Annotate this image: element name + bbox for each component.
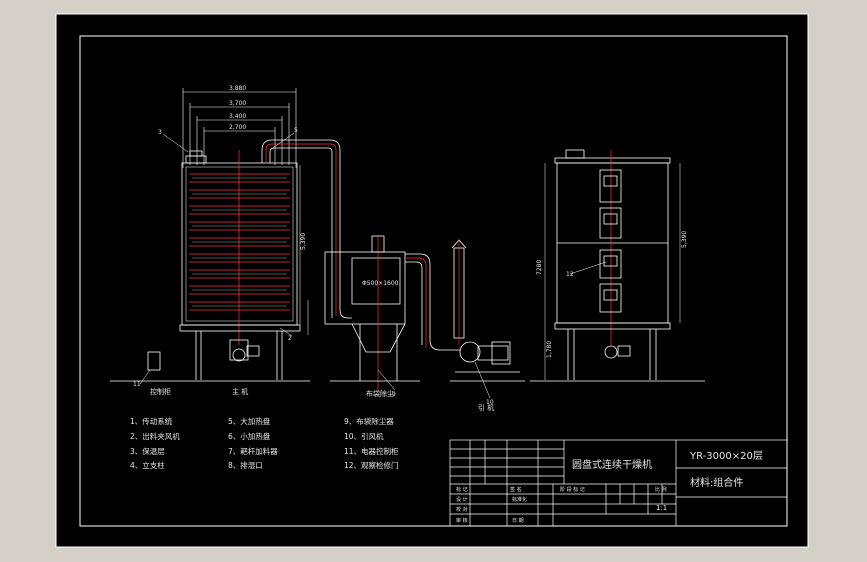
control-cabinet-label: 控制柜 bbox=[150, 387, 171, 396]
svg-text:日 期: 日 期 bbox=[512, 518, 524, 524]
legend-item: 10、引风机 bbox=[344, 431, 384, 441]
filter-size-label: Φ500×1600 bbox=[362, 280, 399, 287]
fan-duct bbox=[405, 239, 467, 351]
legend-item: 1、传动系统 bbox=[130, 416, 173, 426]
part-number-5: 5 bbox=[294, 127, 298, 134]
legend-item: 11、电器控制柜 bbox=[344, 446, 399, 456]
dim-width-2: 3,700 bbox=[229, 100, 246, 107]
bag-filter-label: 布袋除尘 bbox=[366, 389, 394, 398]
dim-width-3: 3,400 bbox=[229, 113, 246, 120]
legend-item: 12、观察检修门 bbox=[344, 460, 399, 470]
svg-text:设 计: 设 计 bbox=[456, 496, 468, 503]
inner-frame bbox=[79, 35, 788, 527]
svg-text:标准化: 标准化 bbox=[512, 496, 527, 503]
dim-leg-height: 1,780 bbox=[546, 341, 553, 358]
svg-text:签 名: 签 名 bbox=[510, 486, 522, 493]
dim-width-1: 3,880 bbox=[229, 85, 246, 92]
part-number-2: 2 bbox=[288, 335, 292, 342]
legend-item: 9、布袋除尘器 bbox=[344, 416, 394, 426]
dim-height-total: 7280 bbox=[536, 260, 543, 275]
part-number-11: 11 bbox=[133, 381, 141, 388]
dim-height-main: 5,390 bbox=[300, 233, 307, 250]
svg-text:阶 段 标 记: 阶 段 标 记 bbox=[560, 486, 585, 493]
svg-text:标 记: 标 记 bbox=[456, 486, 468, 493]
material-label: 材料:组合件 bbox=[690, 476, 743, 489]
scale-value: 1:1 bbox=[656, 504, 667, 512]
exhaust-duct bbox=[261, 139, 352, 319]
svg-text:审 核: 审 核 bbox=[456, 517, 468, 524]
induced-fan bbox=[450, 341, 525, 382]
drawing-name: 圆盘式连续干燥机 bbox=[572, 458, 652, 471]
legend-item: 3、保温层 bbox=[130, 447, 165, 456]
legend-item: 4、立支柱 bbox=[130, 460, 165, 470]
title-block bbox=[449, 439, 788, 527]
model-number: YR-3000×20层 bbox=[689, 450, 763, 462]
dim-height-side: 5,390 bbox=[681, 231, 688, 248]
part-number-12: 12 bbox=[566, 271, 574, 278]
part-number-3: 3 bbox=[158, 129, 162, 136]
legend-item: 8、排湿口 bbox=[228, 460, 263, 470]
bag-filter bbox=[324, 235, 420, 390]
main-machine-label: 主 机 bbox=[232, 387, 248, 396]
part-number-9: 9 bbox=[392, 391, 396, 398]
control-cabinet bbox=[147, 351, 161, 371]
main-dryer bbox=[110, 88, 310, 382]
legend: 1、传动系统 2、出料夹风机 3、保温层 4、立支柱 5、大加热盘 6、小加热盘… bbox=[130, 416, 399, 470]
svg-text:校 对: 校 对 bbox=[456, 506, 468, 513]
side-view bbox=[530, 149, 705, 382]
legend-item: 5、大加热盘 bbox=[228, 416, 271, 426]
dim-width-4: 2,700 bbox=[229, 124, 246, 131]
legend-item: 7、耙杆加料器 bbox=[228, 446, 278, 456]
legend-item: 2、出料夹风机 bbox=[130, 431, 180, 441]
svg-text:比 例: 比 例 bbox=[655, 486, 667, 493]
outer-frame bbox=[55, 13, 809, 548]
fan-label: 引 机 bbox=[478, 403, 494, 412]
legend-item: 6、小加热盘 bbox=[228, 431, 271, 441]
part-number-10: 10 bbox=[486, 399, 494, 406]
